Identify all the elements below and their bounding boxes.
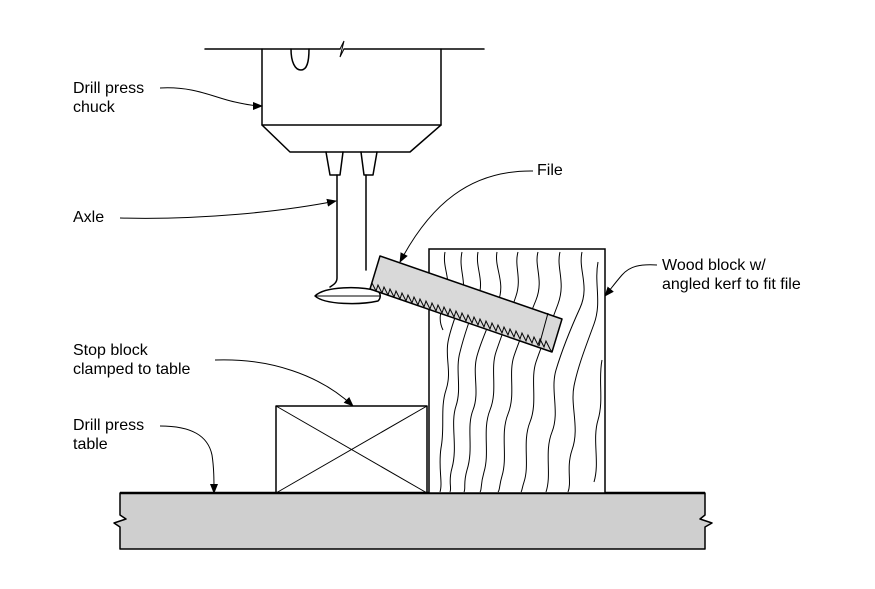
label-line: Stop block [73,342,148,359]
leader-lines [119,87,658,494]
label-drill-press-chuck: Drill press chuck [73,79,144,117]
label-line: clamped to table [73,361,191,378]
label-line: Axle [73,209,105,226]
label-wood-block: Wood block w/ angled kerf to fit file [662,256,801,294]
label-file: File [537,161,563,180]
axle [314,174,381,305]
label-axle: Axle [73,208,104,227]
label-line: chuck [73,99,115,116]
drill-press-table [113,491,713,550]
label-line: angled kerf to fit file [662,276,801,293]
label-stop-block: Stop block clamped to table [73,341,190,379]
label-line: Wood block w/ [662,257,766,274]
label-line: File [537,162,563,179]
label-drill-press-table: Drill press table [73,416,144,454]
label-line: Drill press [73,80,145,97]
label-line: table [73,436,108,453]
label-line: Drill press [73,417,145,434]
file [369,255,563,353]
stop-block [275,405,428,494]
drill-press-chuck [204,40,485,176]
